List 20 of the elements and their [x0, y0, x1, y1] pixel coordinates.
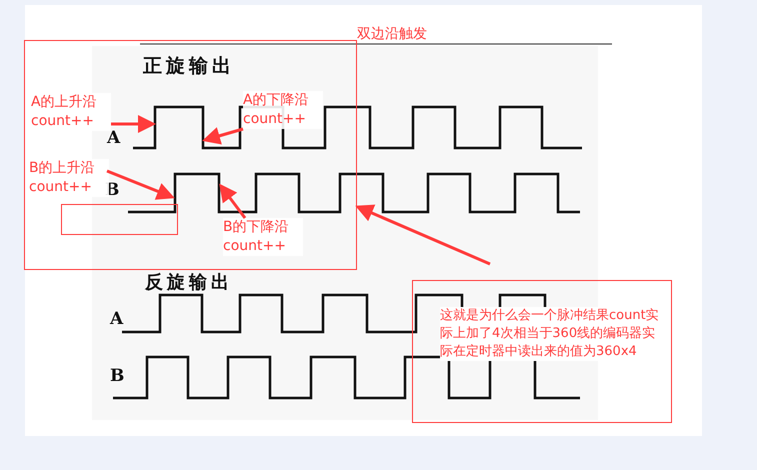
square-wave [128, 172, 580, 214]
annotation-text: A的上升沿 count++ [31, 93, 111, 131]
annotation-text: B的上升沿 count++ [29, 159, 109, 197]
arrow [106, 170, 175, 200]
note-box [412, 280, 672, 423]
section-title: 反旋输出 [145, 271, 233, 294]
annotation-text: B的下降沿 count++ [223, 218, 303, 256]
signal-name: A [107, 128, 124, 148]
arrow [202, 127, 244, 144]
heading-text: 双边沿触发 [357, 25, 427, 44]
annotation-text: A的下降沿 count++ [243, 91, 323, 129]
signal-name: B [110, 366, 128, 386]
highlight-frame [61, 204, 178, 235]
arrow [111, 115, 156, 133]
section-title: 正旋输出 [143, 54, 235, 79]
signal-name: A [110, 309, 128, 329]
highlight-frame [24, 40, 357, 270]
arrow [355, 204, 491, 266]
arrow [219, 184, 246, 219]
square-wave [133, 106, 582, 150]
